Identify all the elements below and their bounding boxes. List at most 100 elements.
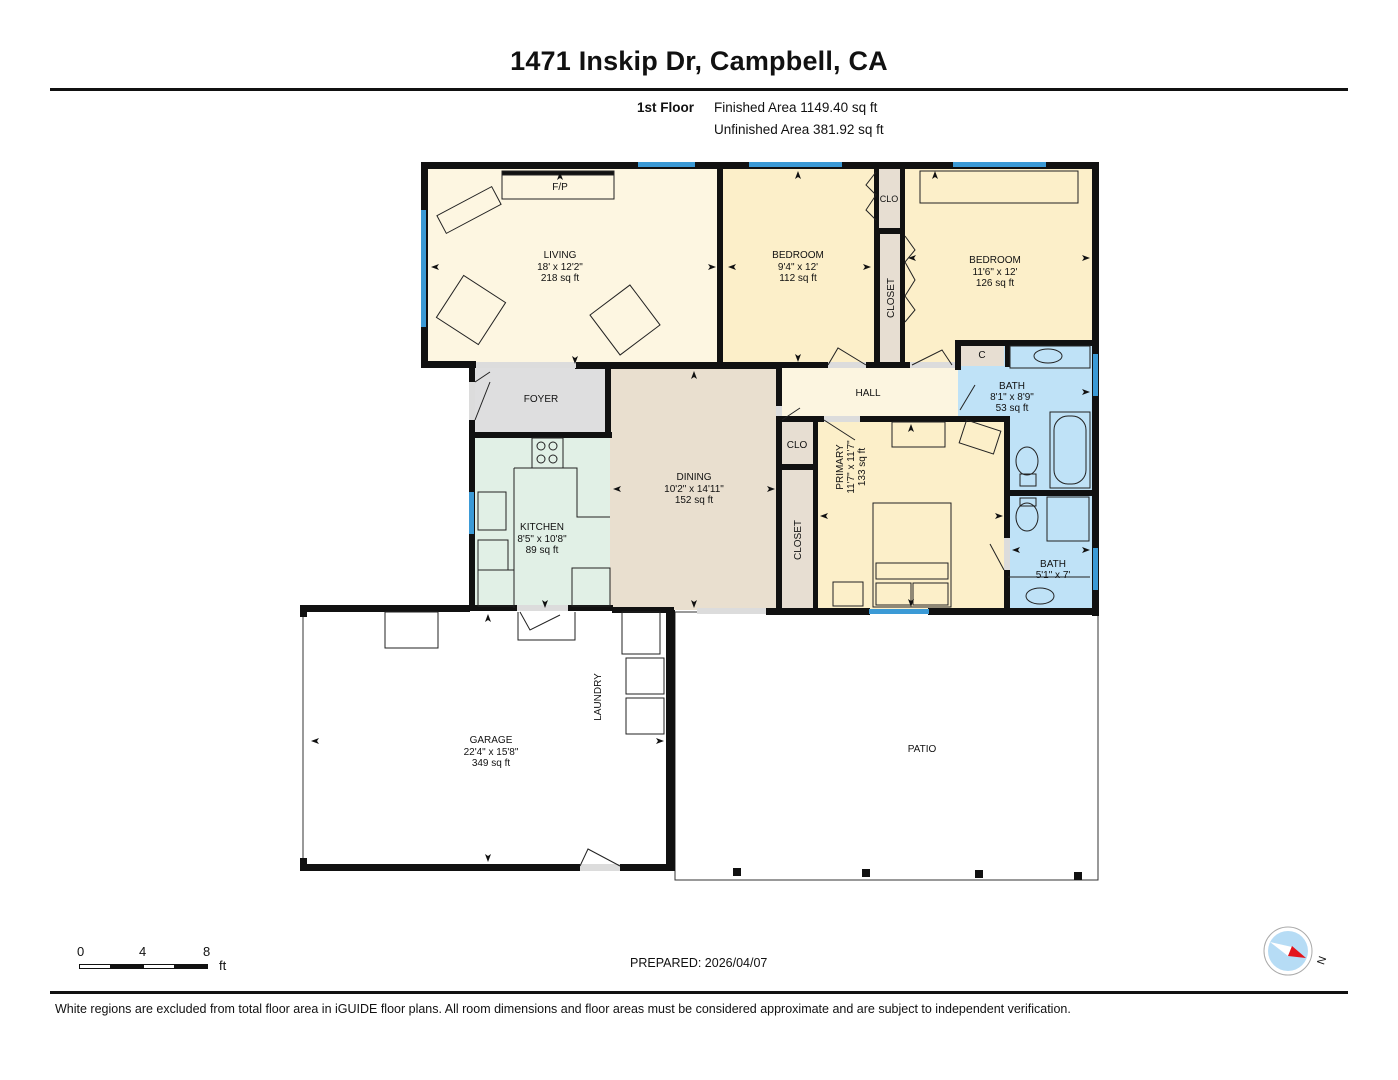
bath1-area: 53 sq ft [996, 403, 1029, 414]
bedroom2-name: BEDROOM [969, 255, 1021, 266]
garage-house-door-swing [517, 611, 576, 641]
patio-label: PATIO [908, 744, 937, 755]
window-living-left [421, 210, 426, 327]
finished-area: Finished Area 1149.40 sq ft [714, 100, 878, 115]
hall-label: HALL [855, 388, 880, 399]
garage-dims: 22'4" x 15'8" [464, 747, 519, 758]
fridge [571, 567, 611, 607]
living-name: LIVING [544, 250, 577, 261]
foyer-label: FOYER [524, 394, 558, 405]
dining-area: 152 sq ft [675, 495, 714, 506]
patio-fill[interactable] [674, 611, 1099, 881]
kitchen-cabinet [477, 569, 515, 607]
bath1-sink [1009, 345, 1091, 369]
clo-primary-fill[interactable] [780, 420, 814, 468]
clo-top-label: CLO [880, 194, 899, 204]
window-kitchen-left [469, 492, 474, 534]
scale-bar: 0 4 8 ft [77, 944, 239, 984]
primary-name: PRIMARY [835, 444, 846, 490]
primary-fill[interactable] [816, 420, 1006, 610]
patio-post-3 [975, 870, 983, 878]
window-bedroom2-top [953, 162, 1046, 167]
window-primary-bottom [869, 609, 929, 614]
kitchen-name: KITCHEN [520, 522, 564, 533]
footer-divider [50, 991, 1348, 994]
window-living-top [638, 162, 695, 167]
scale-tick-8: 8 [203, 944, 211, 959]
window-bath2-right [1093, 548, 1098, 590]
bedroom1-fill[interactable] [720, 166, 875, 364]
bath1-name: BATH [999, 381, 1025, 392]
closet-primary-label: CLOSET [793, 520, 804, 560]
armchair-right [589, 284, 661, 356]
clo-top-fill[interactable] [877, 168, 901, 228]
prepared-date: PREPARED: 2026/04/07 [630, 956, 768, 970]
hall-fill[interactable] [778, 368, 958, 418]
garage-cabinet [384, 611, 439, 649]
bath2-dims: 5'1" x 7' [1036, 570, 1071, 581]
c-closet-label: C [978, 350, 985, 361]
patio-post-1 [733, 868, 741, 876]
garage-area: 349 sq ft [472, 758, 511, 769]
bedroom2-dresser [919, 170, 1079, 204]
dining-name: DINING [677, 472, 712, 483]
bedroom1-area: 112 sq ft [779, 273, 817, 284]
bedroom2-fill-lower [903, 340, 958, 366]
unfinished-area: Unfinished Area 381.92 sq ft [714, 122, 884, 137]
fireplace-label: F/P [552, 182, 568, 193]
shower [1046, 496, 1090, 542]
dining-fill[interactable] [610, 368, 776, 610]
disclaimer: White regions are excluded from total fl… [55, 1002, 1071, 1016]
window-bedroom1-top [749, 162, 842, 167]
compass-north-label: N [1315, 955, 1329, 967]
primary-dims: 11'7" x 11'7" [846, 440, 857, 494]
toilet-2 [1015, 502, 1039, 532]
dimension-arrows [311, 171, 1090, 862]
scale-tick-0: 0 [77, 944, 85, 959]
bath2-name: BATH [1040, 559, 1066, 570]
floor-label: 1st Floor [637, 100, 695, 115]
bedroom1-door-swing [827, 347, 867, 366]
fireplace [501, 170, 615, 200]
fixtures [384, 170, 1091, 880]
primary-area: 133 sq ft [857, 448, 868, 487]
living-dims: 18' x 12'2" [537, 262, 583, 273]
bath1-dims: 8'1" x 8'9" [990, 392, 1034, 403]
bath2-sink [1025, 587, 1055, 605]
bedroom1-name: BEDROOM [772, 250, 824, 261]
room-labels: F/P LIVING 18' x 12'2" 218 sq ft BEDROOM… [464, 182, 1071, 769]
kitchen-area: 89 sq ft [526, 545, 559, 556]
bedroom2-dims: 11'6" x 12' [973, 267, 1018, 278]
bedroom2-fill[interactable] [903, 166, 1093, 344]
garage-side-door-swing [579, 848, 621, 867]
toilet-1 [1015, 446, 1039, 476]
clo-primary-label: CLO [787, 440, 808, 451]
bedroom1-dims: 9'4" x 12' [778, 262, 818, 273]
primary-chair [958, 419, 1002, 455]
page-title: 1471 Inskip Dr, Campbell, CA [510, 46, 888, 76]
stove [531, 437, 564, 469]
closet-mid-fill[interactable] [878, 232, 902, 364]
bathtub [1049, 411, 1091, 489]
title-divider [50, 88, 1348, 91]
sofa-table [436, 185, 502, 235]
closet-mid-label: CLOSET [886, 278, 897, 318]
window-bath1-right [1093, 354, 1098, 396]
kitchen-dims: 8'5" x 10'8" [517, 534, 567, 545]
floor-plan: F/P LIVING 18' x 12'2" 218 sq ft BEDROOM… [300, 162, 1099, 881]
bed [872, 502, 952, 608]
nightstand [832, 581, 864, 607]
foyer-fill[interactable] [472, 368, 608, 434]
garage-name: GARAGE [470, 735, 513, 746]
foyer-door-swing [474, 371, 491, 421]
bedroom2-door-swing [911, 349, 953, 366]
doors [302, 171, 1010, 871]
c-closet-fill-top [960, 346, 1004, 366]
bath1-door-swing [959, 384, 976, 411]
garage-fill[interactable] [303, 609, 670, 868]
patio-post-2 [862, 869, 870, 877]
laundry-label: LAUNDRY [593, 673, 604, 721]
bath2-fill[interactable] [1008, 496, 1093, 610]
kitchen-sink [477, 491, 507, 531]
closet-primary-fill[interactable] [780, 470, 814, 610]
